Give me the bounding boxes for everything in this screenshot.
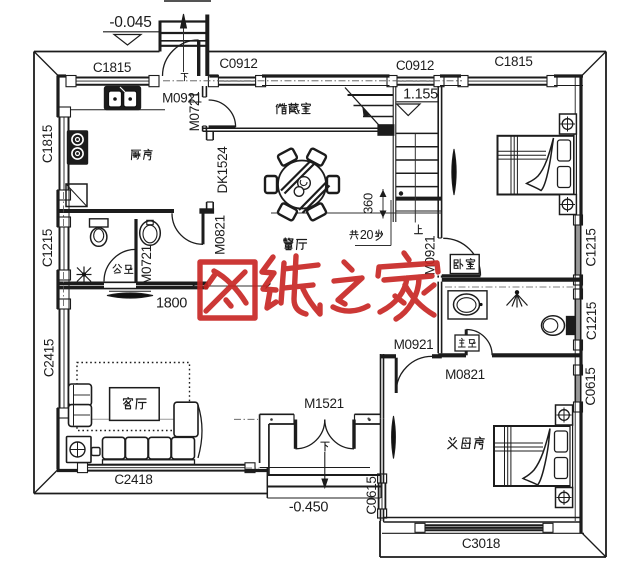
svg-text:M1521: M1521 [304, 396, 344, 411]
svg-text:-0.045: -0.045 [109, 14, 151, 31]
svg-text:C1215: C1215 [584, 302, 599, 340]
svg-text:C1215: C1215 [40, 229, 55, 267]
svg-text:C0615: C0615 [364, 476, 379, 514]
svg-text:C2418: C2418 [114, 472, 152, 487]
svg-text:1.155: 1.155 [403, 87, 438, 103]
svg-text:C1815: C1815 [40, 125, 55, 163]
svg-text:M0721: M0721 [187, 92, 202, 132]
svg-text:C0912: C0912 [219, 56, 257, 71]
svg-text:M0721: M0721 [139, 245, 154, 285]
svg-text:-0.450: -0.450 [289, 500, 329, 516]
svg-text:M0921: M0921 [162, 91, 202, 106]
svg-text:M0921: M0921 [394, 337, 434, 352]
svg-text:C1215: C1215 [584, 228, 599, 266]
svg-text:C0615: C0615 [583, 367, 598, 405]
svg-text:360: 360 [361, 193, 376, 214]
svg-text:20: 20 [360, 228, 374, 242]
svg-text:C0912: C0912 [396, 58, 434, 73]
svg-text:C2415: C2415 [42, 339, 57, 377]
svg-text:1800: 1800 [156, 296, 187, 312]
svg-text:M0821: M0821 [445, 367, 485, 382]
svg-text:DK1524: DK1524 [215, 146, 230, 194]
svg-text:C1815: C1815 [494, 54, 532, 69]
svg-text:C1815: C1815 [93, 60, 131, 75]
svg-text:M0821: M0821 [213, 215, 228, 255]
svg-text:C3018: C3018 [462, 536, 500, 551]
